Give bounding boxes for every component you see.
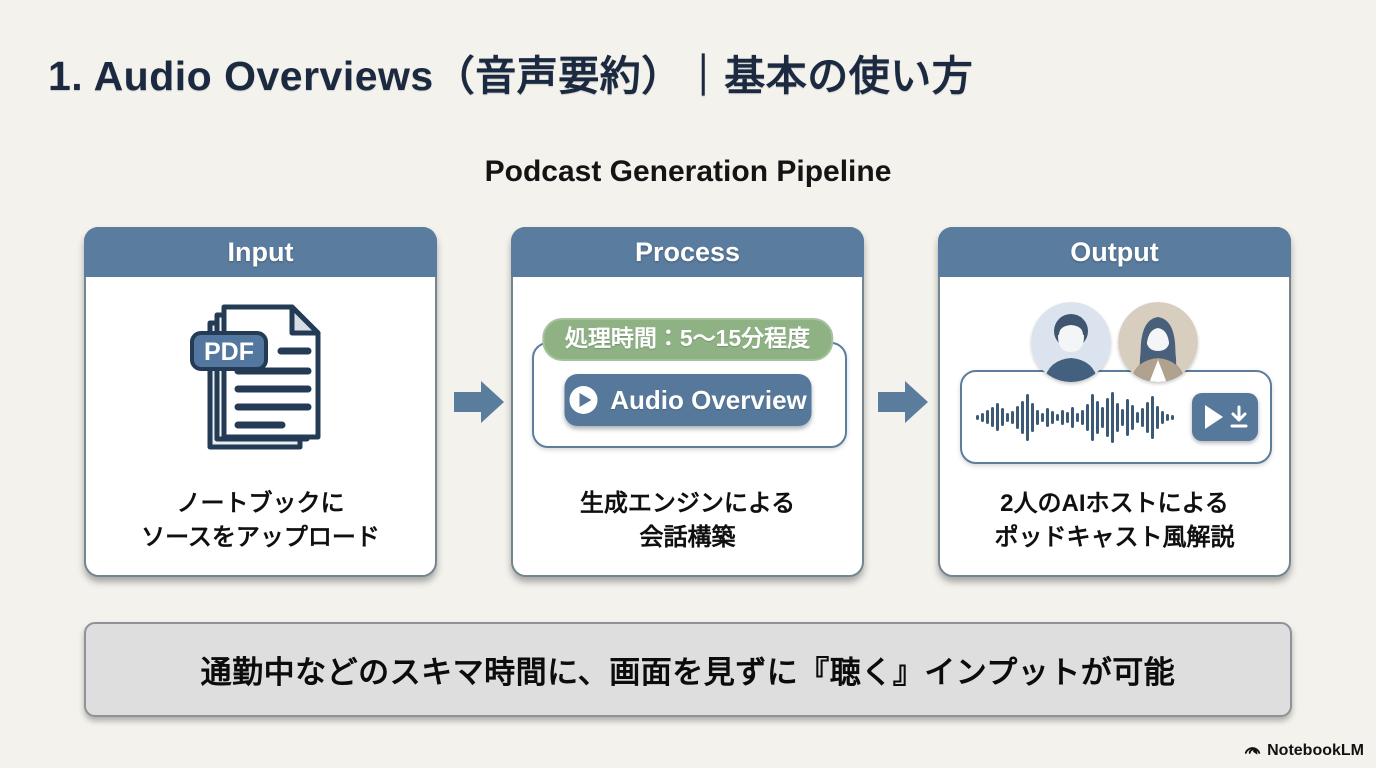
play-download-button[interactable] <box>1192 393 1258 441</box>
waveform-bar <box>1061 409 1064 425</box>
process-card-header: Process <box>511 227 864 277</box>
waveform-bar <box>1096 400 1099 434</box>
output-card: Output <box>938 227 1291 577</box>
waveform-bar <box>1056 413 1059 421</box>
notebooklm-brand-label: NotebookLM <box>1267 741 1364 759</box>
flow-arrow-icon <box>454 381 504 423</box>
waveform-bar <box>1121 408 1124 426</box>
waveform-bar <box>1146 401 1149 433</box>
waveform-bar <box>1101 406 1104 428</box>
process-card: Process 処理時間：5〜15分程度 Audio Overview 生成エン… <box>511 227 864 577</box>
waveform-bar <box>1011 410 1014 424</box>
key-message-banner: 通勤中などのスキマ時間に、画面を見ずに『聴く』インプットが可能 <box>84 622 1292 717</box>
process-caption-line1: 生成エンジンによる <box>579 490 796 517</box>
waveform-bar <box>1161 410 1164 424</box>
pdf-badge: PDF <box>189 331 268 371</box>
pipeline-title: Podcast Generation Pipeline <box>484 155 892 188</box>
waveform-bar <box>986 410 989 424</box>
waveform-bar <box>1071 406 1074 428</box>
waveform-bar <box>991 407 994 427</box>
ai-hosts-avatars <box>940 302 1289 382</box>
processing-time-badge: 処理時間：5〜15分程度 <box>541 318 834 361</box>
waveform-bar <box>1111 391 1114 443</box>
waveform-bar <box>976 414 979 420</box>
output-caption-line2: ポッドキャスト風解説 <box>994 523 1235 551</box>
input-card: Input PDF <box>84 227 437 577</box>
page-title: 1. Audio Overviews（音声要約）｜基本の使い方 <box>48 53 974 99</box>
output-caption-line1: 2人のAIホストによる <box>1000 490 1229 517</box>
waveform-bar <box>1046 407 1049 427</box>
notebooklm-logo-icon <box>1244 747 1261 755</box>
waveform-bar <box>1126 398 1129 436</box>
waveform-bar <box>1091 393 1094 441</box>
input-caption: ノートブックに ソースをアップロード <box>86 487 435 554</box>
waveform-bar <box>1131 404 1134 430</box>
waveform-bar <box>1156 405 1159 429</box>
waveform-bar <box>1116 402 1119 432</box>
waveform-bar <box>1016 405 1019 429</box>
waveform-bar <box>1036 409 1039 425</box>
svg-text:PDF: PDF <box>204 338 254 366</box>
play-icon <box>569 386 598 414</box>
notebooklm-brand: NotebookLM <box>1243 741 1364 760</box>
pdf-document-icon: PDF <box>86 293 435 461</box>
male-host-avatar <box>1031 302 1111 382</box>
waveform-bar <box>1166 413 1169 421</box>
waveform-bar <box>1041 412 1044 422</box>
waveform-bar <box>1151 395 1154 439</box>
waveform-bar <box>1031 402 1034 432</box>
waveform-bar <box>1106 397 1109 437</box>
waveform-bar <box>1136 411 1139 423</box>
waveform-bar <box>1026 393 1029 441</box>
input-card-header: Input <box>84 227 437 277</box>
audio-overview-button[interactable]: Audio Overview <box>564 374 811 426</box>
input-caption-line2: ソースをアップロード <box>141 523 380 551</box>
audio-player <box>960 370 1272 464</box>
output-card-header: Output <box>938 227 1291 277</box>
key-message-text: 通勤中などのスキマ時間に、画面を見ずに『聴く』インプットが可能 <box>200 655 1176 690</box>
waveform-bar <box>1066 411 1069 423</box>
flow-arrow-icon <box>878 381 928 423</box>
waveform-bar <box>1141 407 1144 427</box>
waveform-bar <box>1081 409 1084 425</box>
audio-overview-button-label: Audio Overview <box>610 384 807 415</box>
process-caption-line2: 会話構築 <box>639 523 736 551</box>
waveform-bar <box>1171 414 1174 420</box>
input-caption-line1: ノートブックに <box>176 490 345 517</box>
process-caption: 生成エンジンによる 会話構築 <box>513 487 862 554</box>
waveform-bar <box>981 412 984 422</box>
waveform-bar <box>996 403 999 431</box>
waveform-bar <box>1051 410 1054 424</box>
output-caption: 2人のAIホストによる ポッドキャスト風解説 <box>940 487 1289 554</box>
play-icon <box>1205 405 1223 429</box>
waveform-bar <box>1021 400 1024 434</box>
waveform-bar <box>1076 412 1079 422</box>
waveform-bar <box>1086 403 1089 431</box>
download-icon <box>1230 405 1248 428</box>
female-host-avatar <box>1118 302 1198 382</box>
waveform-bar <box>1001 408 1004 426</box>
waveform-bar <box>1006 412 1009 422</box>
waveform <box>976 372 1184 462</box>
